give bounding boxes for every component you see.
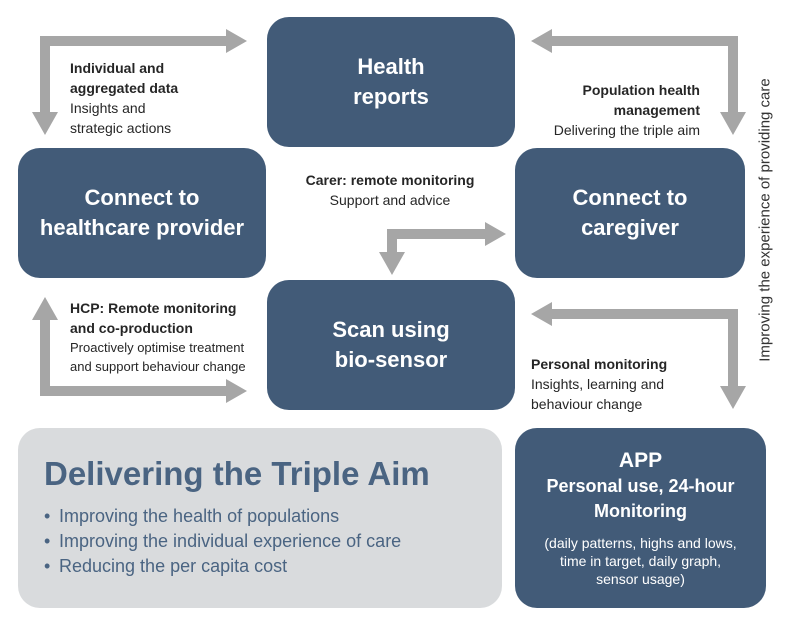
triple-aim-panel: Delivering the Triple Aim • Improving the… xyxy=(18,428,502,608)
label-hcp-bold: HCP: Remote monitoring and co-production xyxy=(70,300,237,336)
connect-hcp-node: Connect to healthcare provider xyxy=(18,148,266,278)
connect-hcp-label: Connect to healthcare provider xyxy=(39,185,245,240)
label-personal-bold: Personal monitoring xyxy=(531,356,668,372)
label-population-normal: Delivering the triple aim xyxy=(553,122,700,138)
arrow-caregiver-to-reports xyxy=(531,29,746,135)
app-node: APP Personal use, 24-hour Monitoring (da… xyxy=(515,428,766,608)
label-population-bold: Population health management xyxy=(582,82,700,118)
health-reports-label: Health reports xyxy=(353,54,429,109)
label-carer-bold: Carer: remote monitoring xyxy=(305,172,475,188)
scan-label: Scan using bio-sensor xyxy=(332,317,450,372)
arrow-reports-to-hcp xyxy=(32,29,247,135)
arrow-scan-to-app xyxy=(531,302,746,409)
label-carer: Carer: remote monitoring Support and adv… xyxy=(290,170,490,210)
health-reports-node: Health reports xyxy=(267,17,515,147)
triple-aim-item-text: Improving the individual experience of c… xyxy=(59,531,402,551)
triple-aim-item: • Improving the health of populations xyxy=(44,504,476,529)
triple-aim-title: Delivering the Triple Aim xyxy=(44,455,430,492)
app-subtitle: Personal use, 24-hour Monitoring xyxy=(546,476,735,521)
app-details: (daily patterns, highs and lows, time in… xyxy=(544,535,737,587)
label-personal: Personal monitoring Insights, learning a… xyxy=(531,354,667,414)
triple-aim-list: • Improving the health of populations • Im… xyxy=(44,504,476,579)
label-data-normal: Insights and strategic actions xyxy=(70,100,172,136)
connect-caregiver-label: Connect to caregiver xyxy=(572,185,688,240)
triple-aim-item: • Reducing the per capita cost xyxy=(44,554,476,579)
connect-caregiver-node: Connect to caregiver xyxy=(515,148,745,278)
label-data-bold: Individual and aggregated data xyxy=(70,60,179,96)
side-label-text: Improving the experience of providing ca… xyxy=(756,78,774,362)
bullet-icon: • xyxy=(44,531,51,551)
triple-aim-item-text: Improving the health of populations xyxy=(59,506,340,526)
bullet-icon: • xyxy=(44,556,51,576)
bullet-icon: • xyxy=(44,506,51,526)
label-hcp: HCP: Remote monitoring and co-production… xyxy=(70,298,246,376)
label-population: Population health management Delivering … xyxy=(554,80,700,140)
triple-aim-item: • Improving the individual experience of … xyxy=(44,529,476,554)
arrow-hcp-to-scan xyxy=(32,297,247,403)
label-personal-normal: Insights, learning and behaviour change xyxy=(531,376,665,412)
app-title: APP xyxy=(618,449,663,472)
triple-aim-item-text: Reducing the per capita cost xyxy=(59,556,288,576)
label-data: Individual and aggregated data Insights … xyxy=(70,58,178,138)
scan-node: Scan using bio-sensor xyxy=(267,280,515,410)
label-hcp-normal: Proactively optimise treatment and suppo… xyxy=(70,340,246,374)
arrow-scan-to-caregiver xyxy=(379,222,506,275)
label-carer-normal: Support and advice xyxy=(329,192,451,208)
